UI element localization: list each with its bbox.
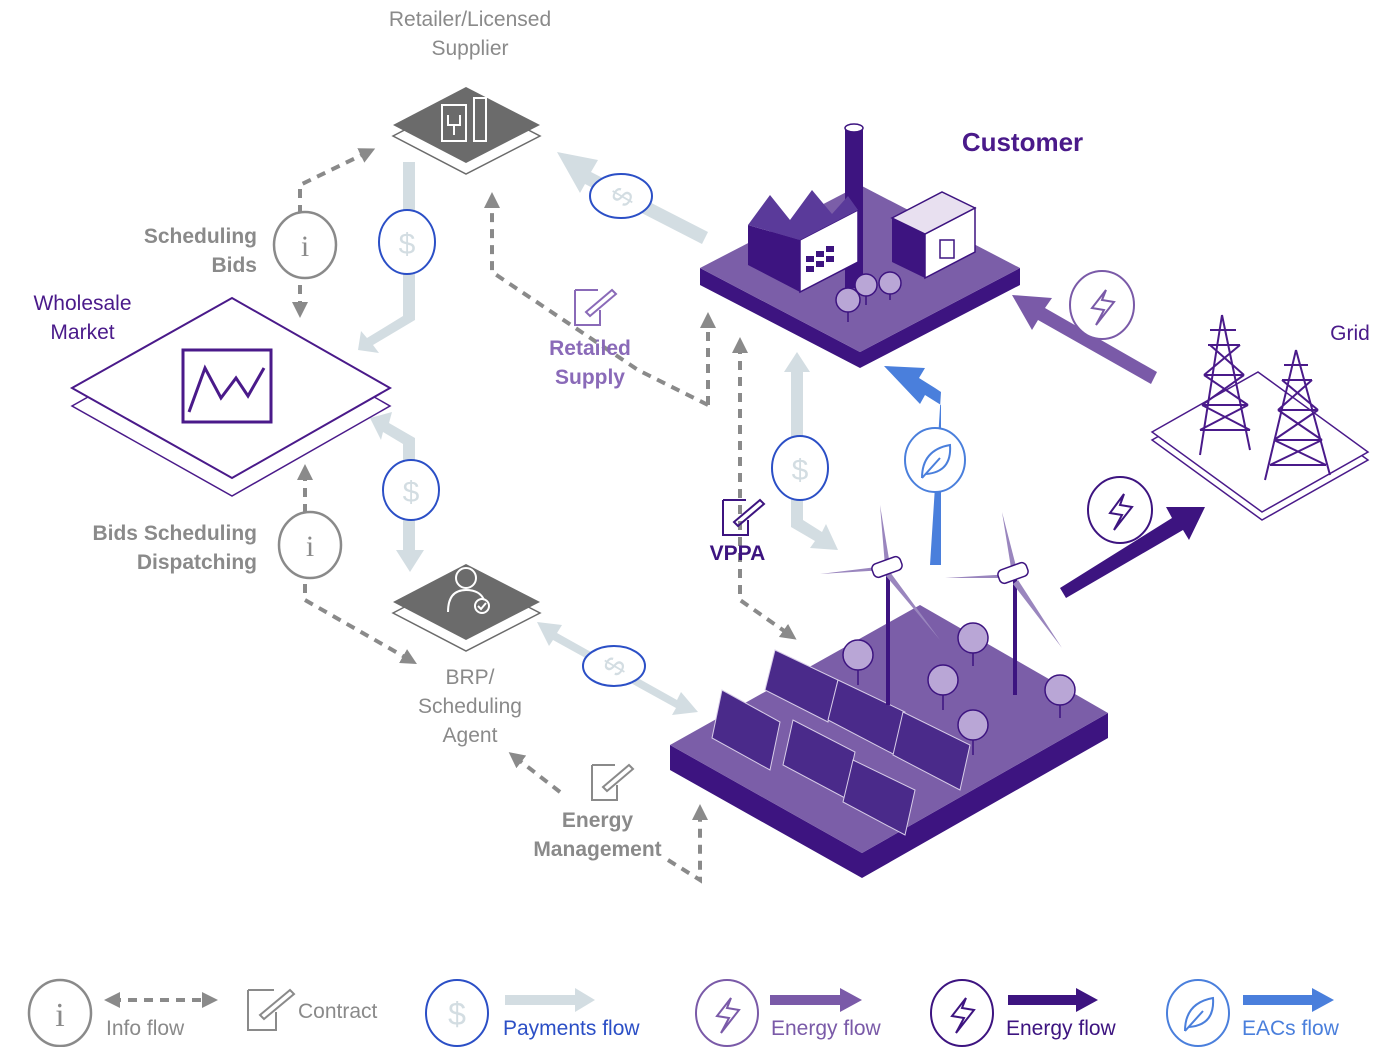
plug-icon: [441, 97, 487, 142]
legend-payments-arrow: [505, 988, 595, 1012]
wind-turbine-2: [945, 512, 1062, 695]
dollar-icon: $: [589, 173, 653, 219]
legend-energy-light-arrow: [770, 988, 862, 1012]
info-arrow-vppa: [732, 337, 797, 640]
lightning-icon: [1069, 270, 1135, 340]
legend-contract-icon: [247, 988, 296, 1031]
legend-lightning-dark-icon: [930, 979, 994, 1047]
renewable-farm-node: [670, 505, 1108, 878]
grid-label: Grid: [1330, 322, 1370, 345]
solar-panels: [711, 649, 971, 836]
info-flow-arrows: [292, 148, 797, 884]
leaf-icon: [904, 427, 966, 493]
contract-icon: [722, 498, 766, 536]
retailer-label: Retailer/Licensed Supplier: [388, 8, 552, 60]
customer-trees: [835, 271, 902, 322]
legend-info-icon: i: [27, 978, 93, 1047]
info-icon: i: [277, 510, 343, 580]
dollar-icon: $: [382, 459, 440, 521]
energy-management-label: Energy Management: [533, 809, 662, 861]
energy-arrow-farm-grid: [1060, 507, 1205, 598]
dollar-icon: $: [378, 209, 436, 275]
legend-payments-label: Payments flow: [503, 1017, 640, 1040]
market-chart-icon: [181, 348, 273, 424]
svg-text:$: $: [399, 228, 416, 261]
scheduling-bids-label: Scheduling Bids: [143, 225, 257, 277]
info-arrow-energy-mgmt-brp: [508, 752, 562, 794]
wholesale-market-node: [69, 296, 393, 497]
info-arrow-market-brp: [297, 464, 417, 664]
wind-turbine-1: [820, 505, 940, 705]
office-building-icon: [890, 191, 977, 280]
agent-user-icon: [447, 567, 490, 614]
legend-contract-label: Contract: [298, 1000, 378, 1023]
customer-label: Customer: [961, 127, 1084, 157]
brp-label: BRP/ Scheduling Agent: [418, 666, 522, 747]
farm-trees: [842, 622, 1076, 755]
grid-node: [1150, 314, 1370, 521]
info-arrow-energy-mgmt-farm: [666, 804, 708, 884]
info-arrow-retailed-supply: [484, 192, 709, 407]
energy-arrow-grid-customer: [1012, 295, 1157, 384]
brp-node: [391, 564, 542, 652]
eacs-arrow-farm-customer: [884, 366, 941, 565]
lightning-icon: [1087, 476, 1153, 544]
legend-leaf-icon: [1166, 979, 1230, 1047]
svg-text:i: i: [301, 230, 309, 263]
svg-text:$: $: [448, 996, 466, 1032]
legend-energy-light-label: Energy flow: [771, 1017, 881, 1040]
svg-text:$: $: [403, 476, 420, 509]
legend-energy-dark-label: Energy flow: [1006, 1017, 1116, 1040]
bids-dispatching-label: Bids Scheduling Dispatching: [92, 522, 257, 574]
legend: i $: [27, 978, 1334, 1047]
payment-arrow-market-brp: [370, 412, 424, 572]
contract-icon: [591, 763, 635, 801]
legend-lightning-icon: [695, 979, 759, 1047]
legend-energy-dark-arrow: [1008, 988, 1098, 1012]
wholesale-market-label: Wholesale Market: [33, 292, 132, 344]
legend-eacs-arrow: [1243, 988, 1334, 1012]
legend-dollar-icon: $: [425, 979, 489, 1047]
customer-node: [700, 123, 1020, 368]
vppa-label: VPPA: [709, 542, 766, 565]
factory-icon: [748, 190, 859, 294]
contract-icon: [574, 288, 618, 326]
legend-eacs-label: EACs flow: [1242, 1017, 1339, 1040]
svg-text:i: i: [55, 997, 64, 1034]
dollar-icon: $: [582, 645, 646, 687]
svg-text:$: $: [792, 454, 809, 487]
dollar-icon: $: [771, 435, 829, 501]
retailed-supply-label: Retailed Supply: [549, 337, 631, 389]
transmission-tower-icon: [1199, 314, 1331, 481]
retailer-node: [391, 87, 542, 175]
info-icon: i: [272, 210, 338, 280]
legend-info-label: Info flow: [106, 1017, 185, 1040]
svg-text:i: i: [306, 530, 314, 563]
